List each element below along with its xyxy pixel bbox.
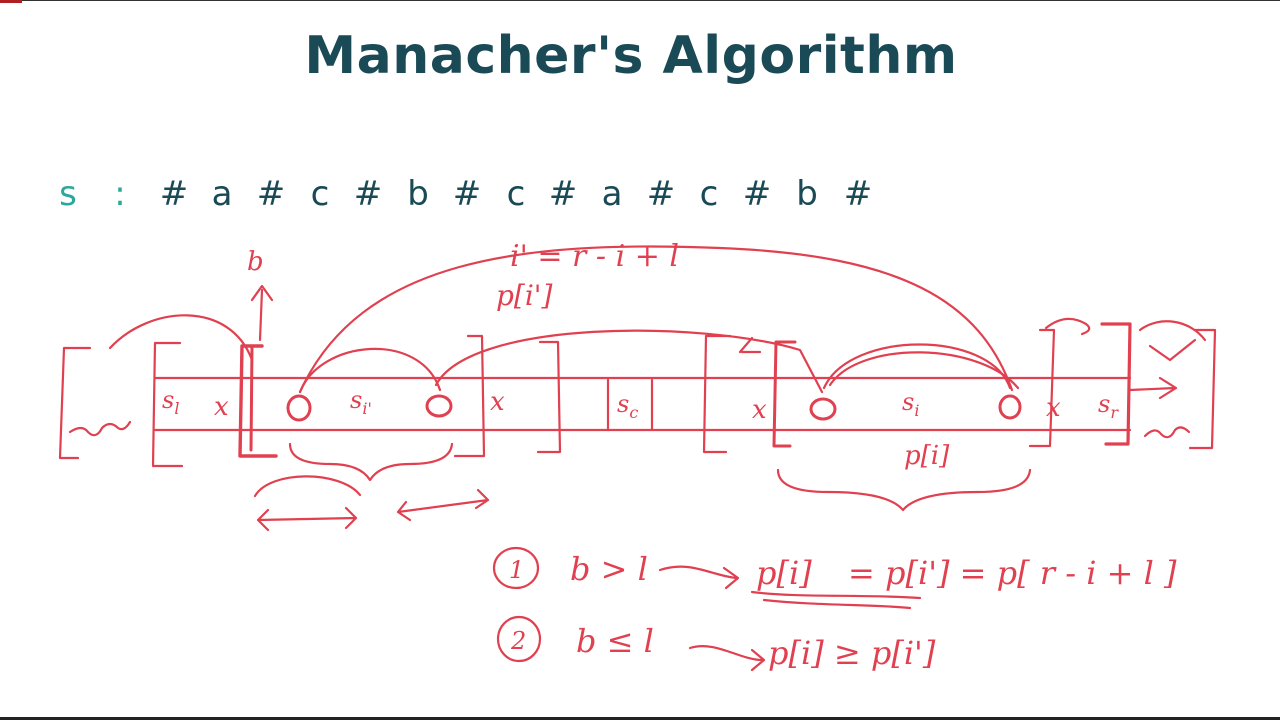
b-label: b <box>247 247 264 277</box>
seq-char-11: c <box>699 174 719 214</box>
seq-char-12: # <box>742 174 772 214</box>
outer-right-scribble <box>1143 426 1191 439</box>
case2-condition: b ≤ l <box>576 622 654 660</box>
r-bracket <box>1100 322 1132 446</box>
left-bracket <box>151 341 184 468</box>
seq-char-4: # <box>353 174 383 214</box>
b-arrow-up <box>250 284 274 342</box>
seq-char-5: b <box>407 174 429 214</box>
circle-left-2 <box>425 394 453 418</box>
left-inner-arc <box>298 347 442 394</box>
right-window-left-bracket <box>702 334 732 454</box>
seq-char-9: a <box>601 174 623 214</box>
x-mark-2: x <box>490 387 505 417</box>
seq-char-6: # <box>452 174 482 214</box>
right-outer-arc <box>1138 320 1207 342</box>
l-bracket-inner <box>249 344 254 452</box>
p-i-label: p[i] <box>904 441 950 471</box>
l-bracket <box>238 344 278 458</box>
outer-right-bracket <box>1188 328 1217 450</box>
circle-left-1 <box>286 394 312 422</box>
corner-mark <box>0 0 22 3</box>
bottom-border <box>0 717 1280 720</box>
seq-char-13: b <box>796 174 818 214</box>
x-mark-3: x <box>752 395 767 425</box>
circle-right-1 <box>809 397 837 421</box>
slide-title: Manacher's Algorithm <box>304 26 958 86</box>
case1-result-b: = p[i'] = p[ r - i + l ] <box>848 554 1177 592</box>
seq-char-10: # <box>646 174 676 214</box>
s-c-label: sc <box>617 390 638 422</box>
case1-result-a: p[i] <box>756 554 812 592</box>
i-right-bracket <box>1028 328 1056 448</box>
right-inner-arc <box>822 343 1012 390</box>
mirror-mid-arc <box>434 329 824 394</box>
sequence-label: s <box>59 174 77 214</box>
mid-arc-arrowhead <box>738 336 762 354</box>
case1-circle <box>492 546 540 590</box>
right-outer-check <box>1148 338 1197 362</box>
s-r-label: sr <box>1098 390 1119 422</box>
case2-arrow <box>688 645 766 672</box>
seq-char-2: # <box>256 174 286 214</box>
left-brace <box>288 442 454 482</box>
case1-number: 1 <box>509 556 524 584</box>
mirror-right-bracket <box>453 334 486 458</box>
case2-number: 2 <box>510 627 526 655</box>
case2-result: p[i] ≥ p[i'] <box>768 634 936 672</box>
outer-left-scribble <box>68 420 132 437</box>
left-under-arc <box>253 475 362 498</box>
center-right-bracket <box>536 340 562 454</box>
double-arrow-left <box>256 506 358 532</box>
i-left-bracket <box>772 340 797 448</box>
case1-arrow <box>658 565 740 590</box>
outer-left-bracket <box>58 346 92 460</box>
strip-right-arrow <box>1128 376 1178 400</box>
top-border <box>0 0 1280 1</box>
seq-char-1: a <box>211 174 233 214</box>
s-l-label: sl <box>162 386 179 418</box>
seq-char-7: c <box>506 174 526 214</box>
seq-char-0: # <box>159 174 189 214</box>
case1-condition: b > l <box>570 550 648 588</box>
p-mirror-label: p[i'] <box>496 279 553 312</box>
mirror-big-arc <box>298 245 1014 394</box>
case1-underline <box>750 590 922 600</box>
sequence-separator: : <box>114 174 126 214</box>
left-arc <box>108 314 254 362</box>
r-top-hook <box>1044 317 1091 336</box>
mirror-formula: i' = r - i + l <box>510 239 679 274</box>
right-inner-arc-2 <box>828 351 1020 390</box>
x-mark-4: x <box>1046 393 1061 423</box>
x-mark-1: x <box>214 392 229 422</box>
seq-char-3: c <box>310 174 330 214</box>
circle-right-2 <box>998 394 1022 420</box>
s-i1-label: si' <box>350 386 372 418</box>
seq-char-8: # <box>548 174 578 214</box>
case2-circle <box>496 615 542 663</box>
s-i-label: si <box>902 388 919 420</box>
seq-char-14: # <box>843 174 873 214</box>
right-brace <box>776 468 1032 512</box>
case1-underline-2 <box>762 598 912 610</box>
double-arrow-right <box>396 488 490 522</box>
